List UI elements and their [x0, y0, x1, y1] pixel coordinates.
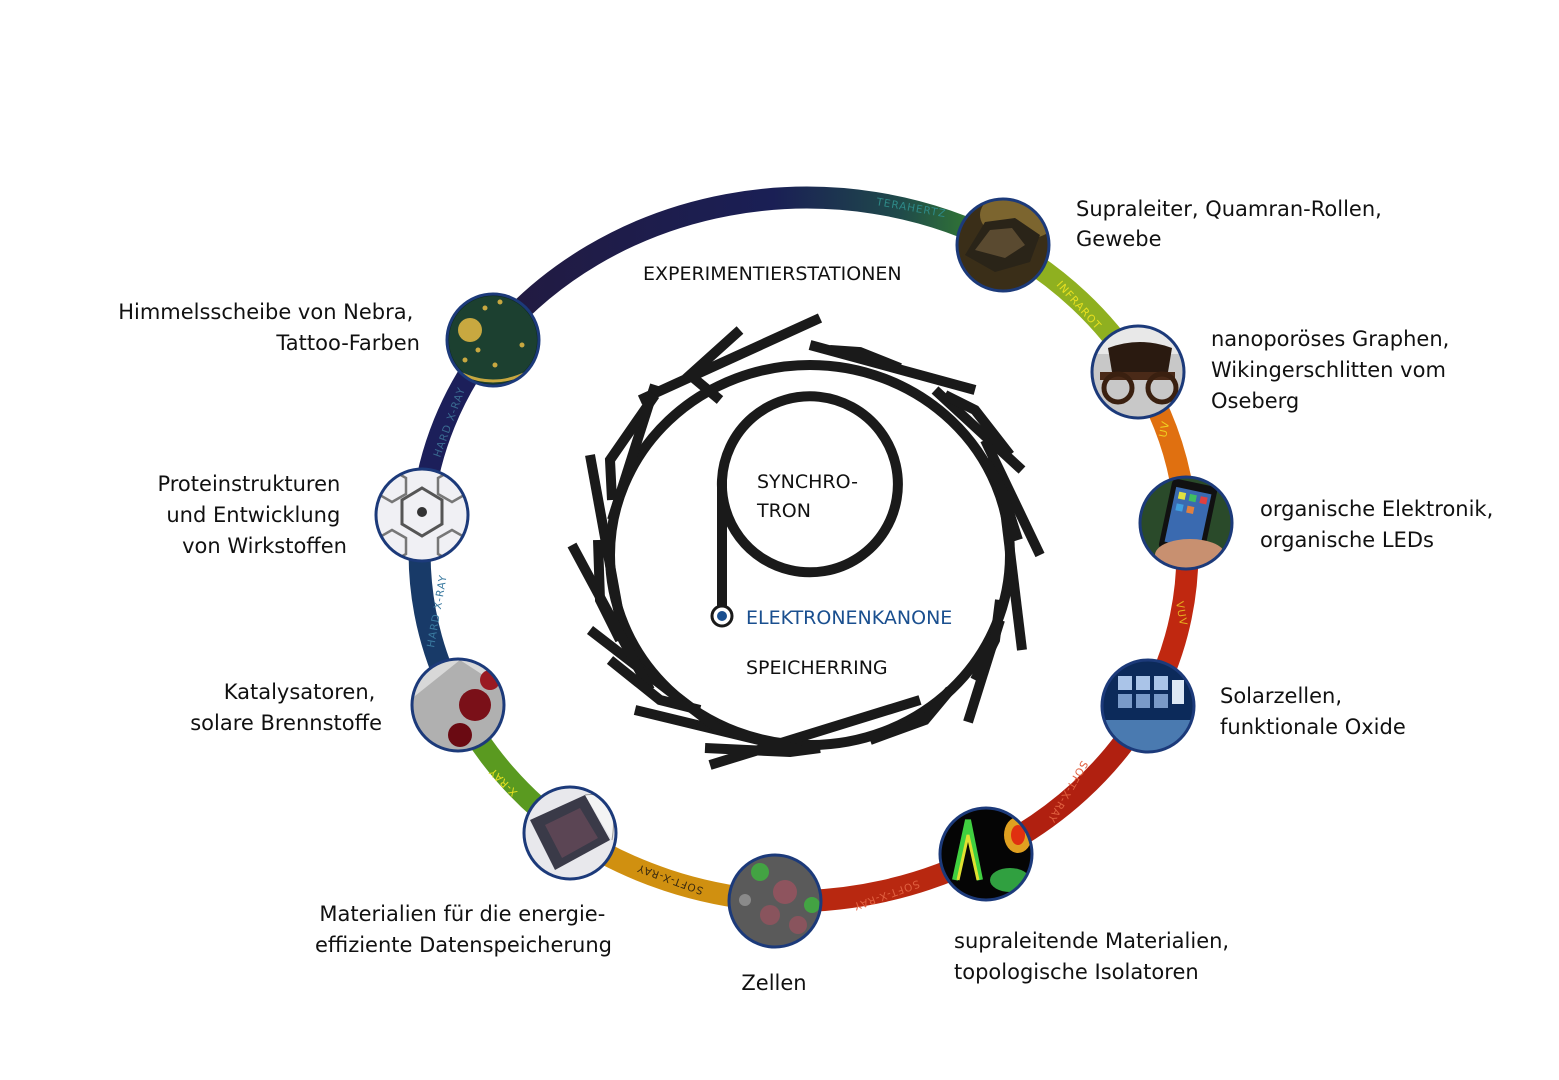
arrowhead — [829, 345, 902, 373]
label-elektronenkanone: ELEKTRONENKANONE — [746, 607, 952, 629]
protein-structure-icon — [376, 469, 468, 561]
station-label-katalysatoren: Katalysatoren, solare Brennstoffe — [190, 680, 382, 735]
arrowhead — [970, 599, 1005, 683]
label-experimentierstationen: EXPERIMENTIERSTATIONEN — [643, 263, 902, 285]
station-nebra — [445, 292, 541, 388]
station-graphen — [1090, 324, 1186, 420]
ring-segment-top — [484, 186, 1009, 347]
station-proteine — [374, 467, 470, 563]
electron-gun-marker — [710, 604, 734, 628]
station-katalysatoren — [410, 657, 506, 753]
station-datenspeicherung — [522, 785, 618, 881]
beamline — [637, 313, 823, 405]
station-label-solarzellen: Solarzellen, funktionale Oxide — [1220, 684, 1406, 739]
station-label-proteine: Proteinstrukturen und Entwicklung von Wi… — [157, 472, 347, 558]
label-synchrotron-line1: SYNCHRO- — [757, 471, 858, 493]
band-label-vuv: VUV — [1173, 600, 1189, 627]
station-supraleiter — [955, 197, 1051, 293]
label-speicherring: SPEICHERRING — [746, 657, 888, 679]
station-label-elektronik: organische Elektronik, organische LEDs — [1260, 497, 1500, 552]
arrowhead — [593, 539, 625, 643]
station-label-datenspeicherung: Materialien für die energie- effiziente … — [315, 902, 612, 957]
rock-sample-icon — [957, 199, 1049, 291]
arrowhead — [980, 457, 1023, 542]
arrowhead — [704, 743, 821, 758]
station-label-supraleiter: Supraleiter, Quamran-Rollen, Gewebe — [1076, 197, 1389, 251]
station-label-nebra: Himmelsscheibe von Nebra, Tattoo-Farben — [118, 300, 420, 355]
station-label-zellen: Zellen — [741, 971, 806, 995]
band-label-uv: UV — [1157, 420, 1172, 439]
station-elektronik — [1138, 475, 1234, 571]
storage-ring — [567, 313, 1045, 770]
arrowhead — [682, 326, 744, 404]
beamline — [1000, 509, 1027, 651]
spectrum-plot-icon — [940, 808, 1032, 900]
arrowhead — [604, 392, 660, 501]
cells-microscopy-icon — [729, 855, 821, 947]
catalyst-surface-icon — [412, 659, 504, 751]
nebra-disk-icon — [447, 294, 539, 386]
station-zellen — [727, 853, 823, 949]
arrowhead — [606, 656, 702, 715]
station-label-supraleitend: supraleitende Materialien, topologische … — [954, 929, 1236, 984]
beamline — [980, 437, 1045, 558]
synchrotron-loop — [716, 391, 903, 612]
arrowhead — [942, 390, 1014, 459]
data-storage-film-icon — [524, 787, 616, 879]
station-supraleitend — [938, 806, 1034, 902]
smartphone-icon — [1140, 477, 1232, 569]
beamline — [585, 454, 625, 621]
label-synchrotron-line2: TRON — [756, 500, 811, 522]
arrowhead — [868, 686, 954, 745]
station-label-graphen: nanoporöses Graphen, Wikingerschlitten v… — [1211, 327, 1456, 413]
